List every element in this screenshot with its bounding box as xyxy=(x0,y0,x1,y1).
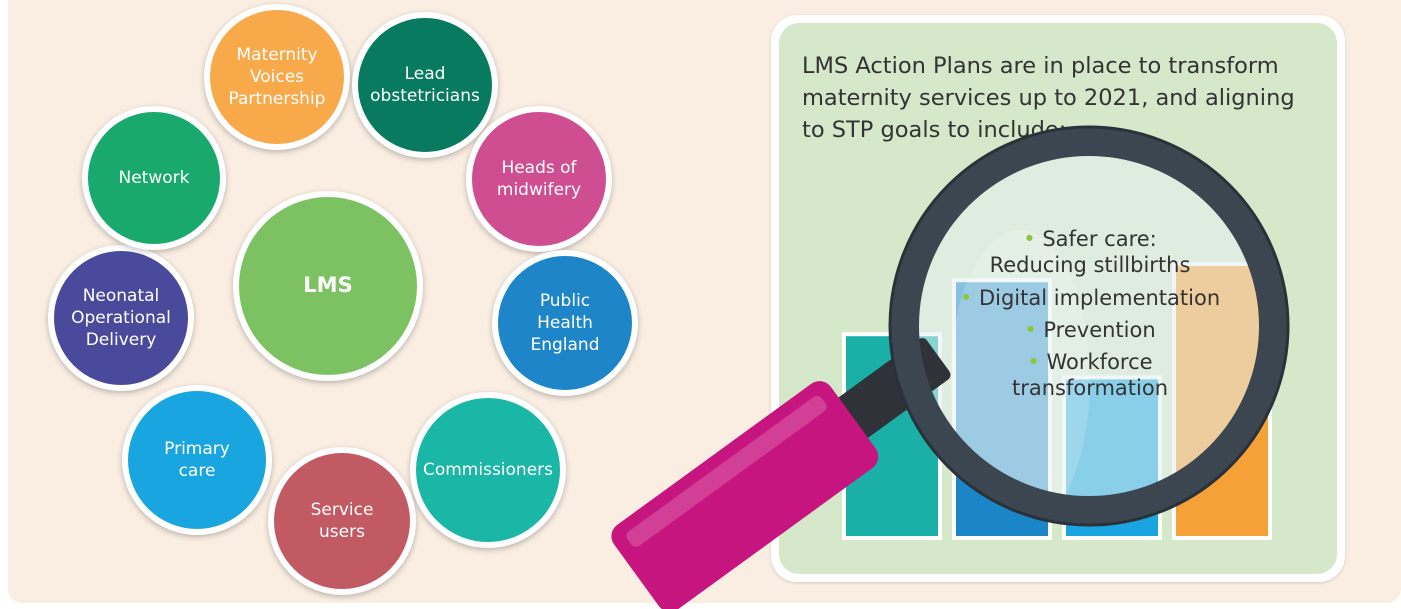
goal-prevention: Prevention xyxy=(1043,317,1156,342)
node-heads-of-midwifery: Heads of midwifery xyxy=(466,106,612,252)
node-maternity-voices: Maternity Voices Partnership xyxy=(204,4,350,150)
magnifier-rim xyxy=(889,126,1289,526)
node-neonatal-operational-delivery: Neonatal Operational Delivery xyxy=(48,245,194,391)
magnifier-lens-highlight xyxy=(950,230,1090,498)
node-lead-obstetricians: Lead obstetricians xyxy=(352,12,498,158)
node-primary-care: Primary care xyxy=(122,385,272,535)
node-network: Network xyxy=(82,106,226,250)
node-commissioners: Commissioners xyxy=(410,392,566,548)
goal-item: • Digital implementation xyxy=(959,285,1221,310)
goal-digital-implementation: Digital implementation xyxy=(978,285,1221,310)
action-plan-intro: LMS Action Plans are in place to transfo… xyxy=(802,53,1295,143)
node-service-users: Service users xyxy=(268,447,416,595)
magnifier-lens-glass xyxy=(917,154,1261,498)
node-lms-center: LMS xyxy=(233,191,423,381)
goals-list: • Safer care: Reducing stillbirths • Dig… xyxy=(920,226,1260,408)
node-public-health-england: Public Health England xyxy=(492,250,638,396)
goal-item: • Prevention xyxy=(1024,317,1156,342)
goal-item: • Safer care: Reducing stillbirths xyxy=(989,227,1191,278)
magnifier-grip xyxy=(611,381,879,609)
goal-workforce-transformation: Workforce transformation xyxy=(1011,350,1169,401)
goal-safer-care: Safer care: Reducing stillbirths xyxy=(989,227,1191,278)
goal-item: • Workforce transformation xyxy=(1011,350,1169,401)
